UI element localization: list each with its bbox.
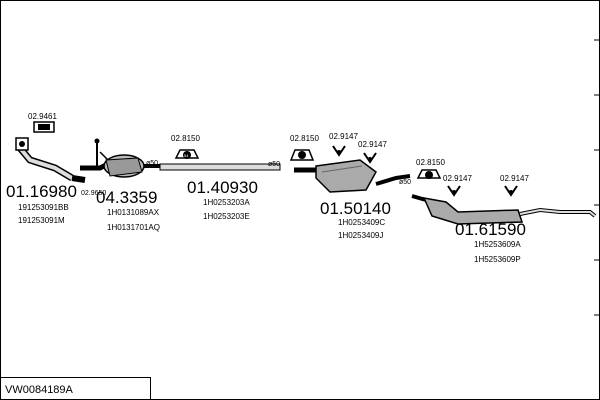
rubber-mount-icon [332,145,346,157]
part-number-middle-silencer-hanger-b: 02.9147 [329,132,358,141]
part-number-gasket: 02.9461 [28,112,57,121]
part-number-catalytic-converter: 04.3359 [96,188,157,207]
part-number-center-pipe-hanger: 02.8150 [171,134,200,143]
center-pipe-part [159,163,281,171]
diagram-code: VW0084189A [5,384,74,396]
ref-front-pipe-1: 191253091BB [18,203,69,212]
ref-rear-silencer-1: 1H5253609A [474,240,521,249]
catalytic-converter-part [80,138,160,178]
clamp-label-3: ø50 [399,179,411,186]
part-number-rear-silencer-hanger-c: 02.9147 [500,174,529,183]
part-number-rear-silencer-hanger-b: 02.9147 [443,174,472,183]
ref-catalytic-converter-2: 1H0131701AQ [107,223,160,232]
rubber-mount-icon [504,185,518,197]
clamp-label-2: ø50 [268,161,280,168]
rubber-mount-icon [363,152,377,164]
hanger-icon [416,169,442,179]
ref-front-pipe-2: 191253091M [18,216,65,225]
hanger-badge-1: 54 [184,153,189,158]
part-number-center-pipe: 01.40930 [187,178,258,197]
ref-middle-silencer-2: 1H0253409J [338,231,383,240]
clamp-label-1: ø50 [146,160,158,167]
part-number-middle-silencer: 01.50140 [320,199,391,218]
ref-catalytic-converter-1: 1H0131089AX [107,208,160,217]
gasket-icon [33,121,55,133]
part-number-middle-silencer-hanger-a: 02.8150 [290,134,319,143]
ref-middle-silencer-1: 1H0253409C [338,218,385,227]
rear-silencer-part [411,194,597,225]
part-number-front-pipe: 01.16980 [6,182,77,201]
edge-marks [594,39,600,316]
ref-rear-silencer-2: 1H5253609P [474,255,521,264]
middle-silencer-part [294,159,411,193]
hanger-icon: 54 [174,149,200,159]
front-pipe-part [15,137,86,183]
part-number-rear-silencer-hanger-a: 02.8150 [416,158,445,167]
hanger-icon [289,149,315,161]
part-number-middle-silencer-hanger-c: 02.9147 [358,140,387,149]
ref-center-pipe-1: 1H0253203A [203,198,250,207]
part-number-rear-silencer: 01.61590 [455,220,526,239]
part-number-clip: 02.9650 [81,190,106,197]
ref-center-pipe-2: 1H0253203E [203,212,250,221]
rubber-mount-icon [447,185,461,197]
